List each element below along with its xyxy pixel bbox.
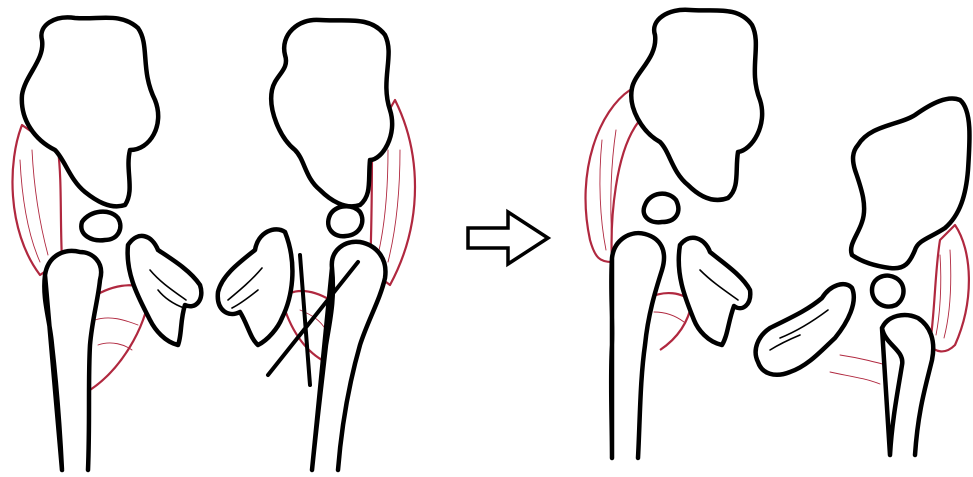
pubis-rotated: [756, 284, 854, 375]
ilium-right: [271, 20, 392, 206]
femur-result: [611, 233, 664, 458]
result-left-hip: [586, 10, 763, 458]
gluteus-muscle-rotated: [930, 225, 969, 351]
left-hip-normal: [12, 17, 201, 470]
ischium-result: [644, 194, 679, 223]
ilium-rotated: [851, 98, 969, 268]
pubis-right: [218, 229, 293, 345]
ischium-fragment: [81, 212, 120, 241]
right-arrow-icon: [468, 212, 548, 264]
ilium-result: [631, 10, 762, 200]
pubis-result: [679, 238, 751, 345]
femur-rotated: [882, 315, 933, 455]
ischium-rotated: [872, 276, 904, 307]
result-rotated-hip: [756, 98, 970, 455]
femur: [44, 251, 101, 470]
right-hip-with-cuts: [218, 20, 415, 470]
ilium: [22, 17, 158, 206]
ischium-fragment-right: [328, 206, 362, 236]
osteotomy-line-1: [300, 255, 310, 385]
